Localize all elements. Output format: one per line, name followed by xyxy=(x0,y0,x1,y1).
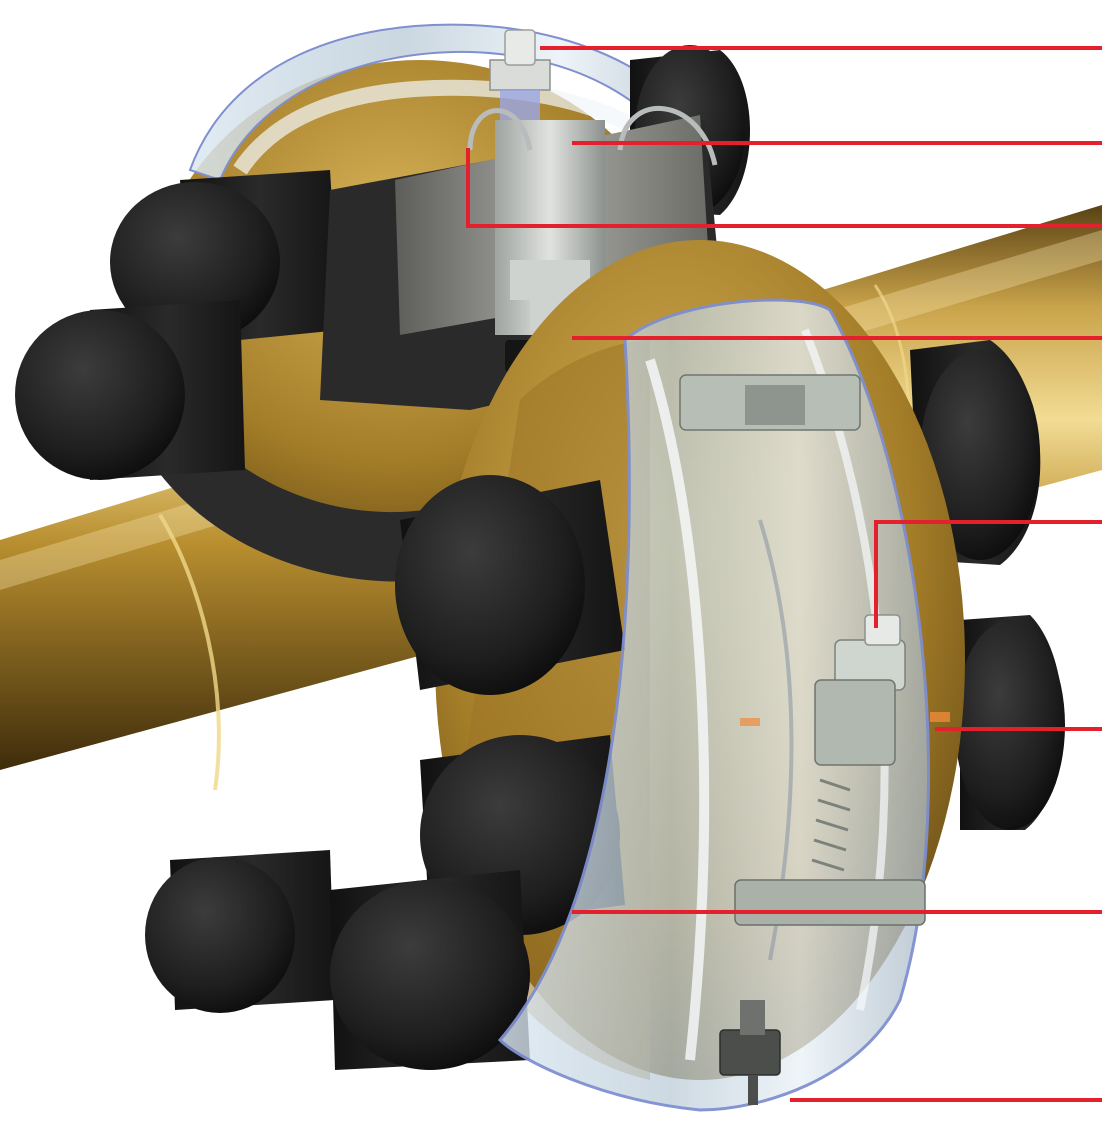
callout-line-band-clamp-screw xyxy=(874,520,1102,628)
callout-leaders xyxy=(466,46,1102,1102)
bolt-cap xyxy=(145,850,335,1013)
bolt-cap xyxy=(15,300,245,480)
callout-line-wire-tie-loop xyxy=(466,148,1102,228)
bolt-cap xyxy=(330,870,530,1070)
band-clamp-screw xyxy=(814,614,906,766)
drain-bolt xyxy=(719,1000,781,1105)
front-bolt-caps xyxy=(330,475,625,1070)
bolt-cap xyxy=(955,615,1065,830)
bolt-cap xyxy=(395,475,625,695)
